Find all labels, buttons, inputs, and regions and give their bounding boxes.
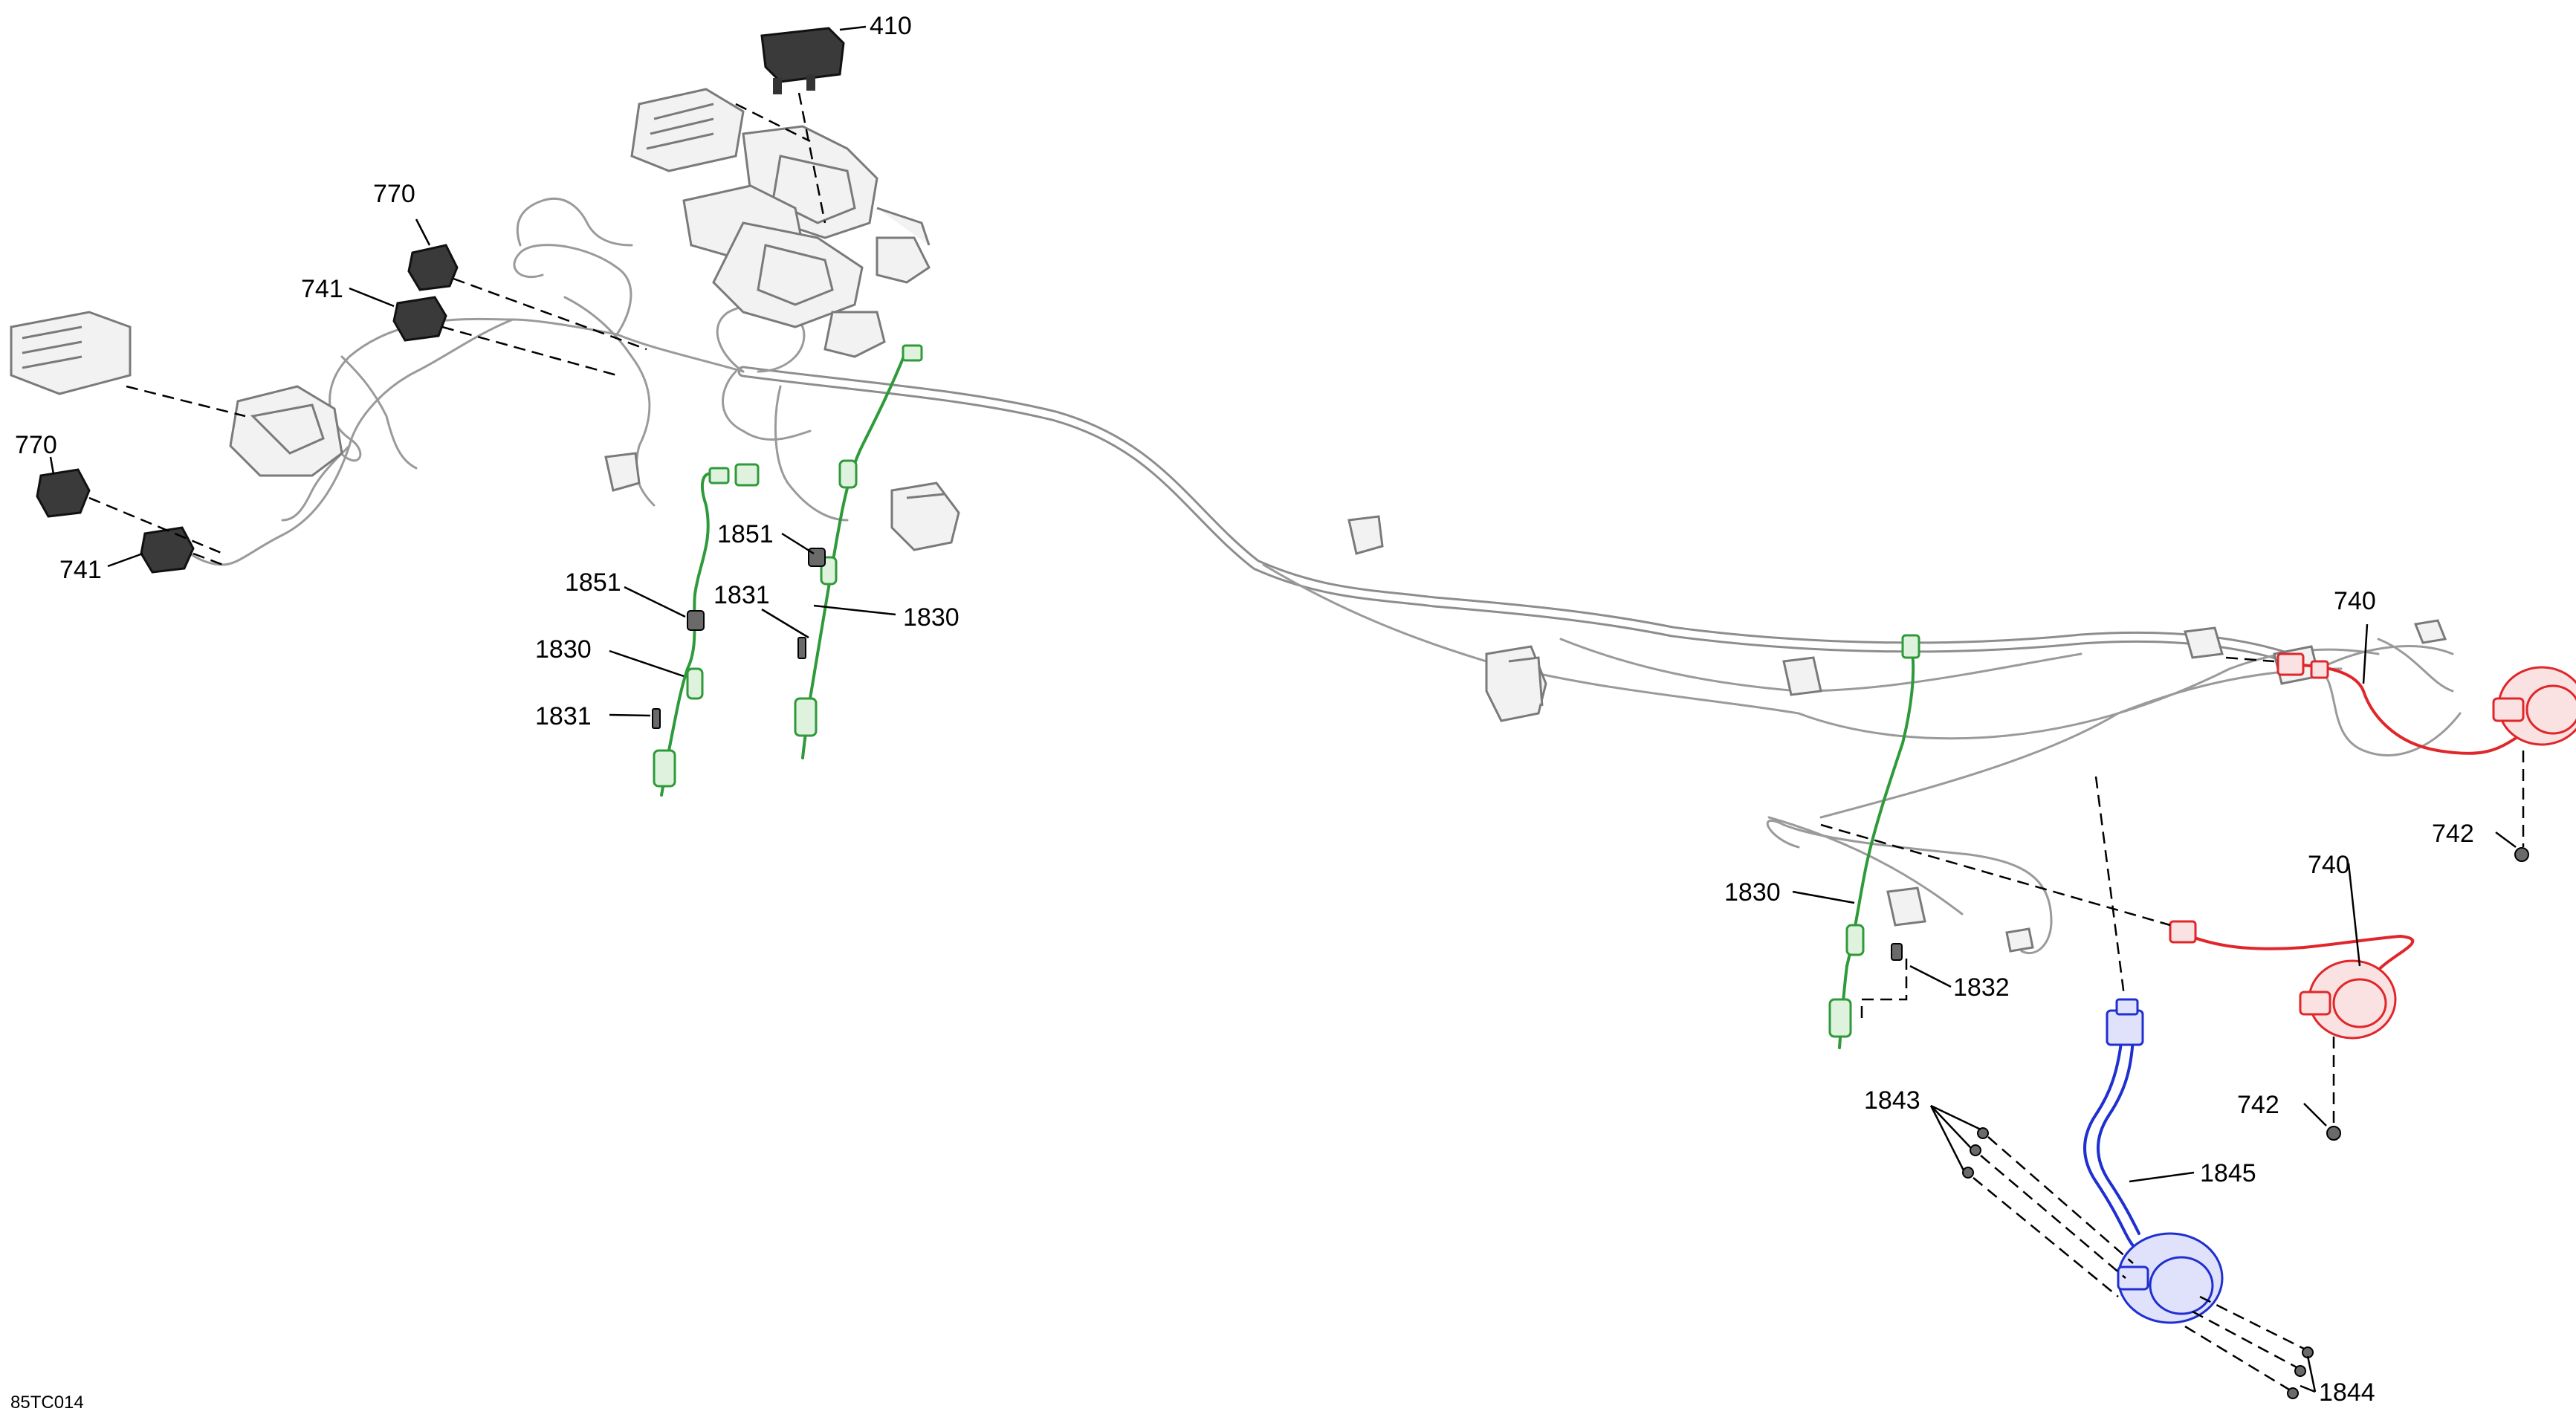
callout-labels: 410 770 741 770 741 1851 1831 1830 1831 … <box>10 12 2474 1413</box>
harness-connectors <box>604 452 2447 953</box>
callout-740-upper: 740 <box>2334 587 2376 615</box>
callout-1844: 1844 <box>2319 1378 2375 1407</box>
callout-770-upper: 770 <box>373 180 415 208</box>
callout-741-lower: 741 <box>59 556 102 584</box>
callout-1830-middle: 1830 <box>903 603 959 632</box>
callout-1843: 1843 <box>1864 1086 1920 1115</box>
headlight-upper <box>2276 652 2576 755</box>
callout-1845: 1845 <box>2200 1159 2256 1187</box>
callout-741-upper: 741 <box>301 275 343 303</box>
callout-740-lower: 740 <box>2308 851 2350 879</box>
callout-410: 410 <box>870 12 912 40</box>
module-741-lower-icon <box>140 526 195 574</box>
leader-lines <box>49 25 2517 1393</box>
main-wiring-harness <box>184 197 2462 954</box>
callout-1830-right: 1830 <box>1724 878 1781 907</box>
steering-angle-sensor <box>2083 998 2224 1324</box>
left-control-module <box>10 311 343 477</box>
module-770-upper-icon <box>407 244 459 291</box>
wheel-speed-sensor-middle <box>794 344 923 759</box>
module-770-lower-icon <box>36 468 91 518</box>
callout-1832: 1832 <box>1953 973 2010 1002</box>
callout-1851-left: 1851 <box>565 568 621 597</box>
callout-1830-left: 1830 <box>535 635 592 664</box>
document-code: 85TC014 <box>10 1393 84 1413</box>
fuse-box-assembly <box>630 88 931 358</box>
headlight-lower <box>2169 920 2415 1040</box>
module-741-upper-icon <box>392 296 447 342</box>
callout-770-lower: 770 <box>15 431 57 459</box>
fasteners <box>652 548 2529 1399</box>
callout-1851-middle: 1851 <box>717 520 774 548</box>
callout-1831-middle-dup: 1831 <box>713 581 770 609</box>
wheel-speed-sensor-left <box>653 463 760 797</box>
callout-742-lower: 742 <box>2237 1091 2279 1119</box>
relay-410-icon <box>760 27 845 94</box>
callout-742-upper: 742 <box>2432 820 2474 848</box>
callout-1831-left: 1831 <box>535 702 592 730</box>
wheel-speed-sensor-right <box>1828 634 1920 1049</box>
assembly-lines <box>88 92 2525 1391</box>
